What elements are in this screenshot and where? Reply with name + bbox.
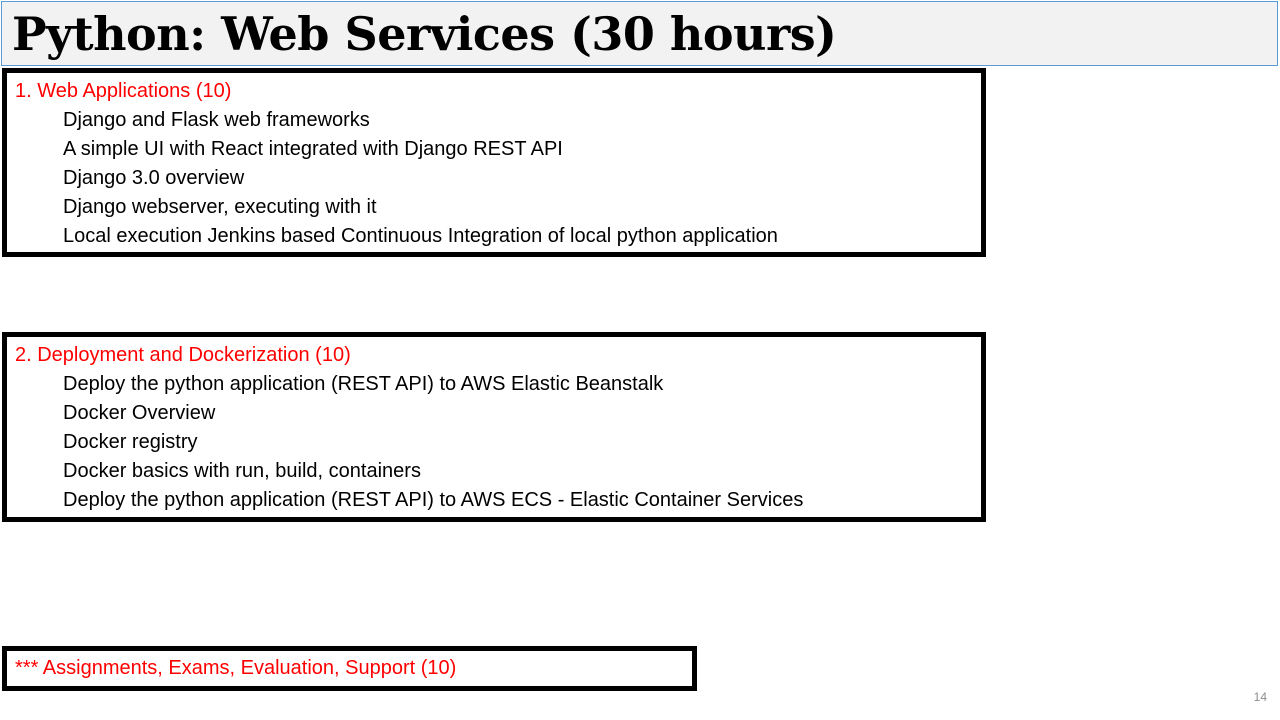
slide-title-bar: Python: Web Services (30 hours) xyxy=(1,1,1278,66)
section-heading: 2. Deployment and Dockerization (10) xyxy=(15,344,351,366)
topic-list: Deploy the python application (REST API)… xyxy=(63,370,803,515)
page-number: 14 xyxy=(1253,690,1267,704)
section-box-assignments: *** Assignments, Exams, Evaluation, Supp… xyxy=(2,646,697,691)
topic-item: Deploy the python application (REST API)… xyxy=(63,489,804,511)
section-box-deployment-dockerization: 2. Deployment and Dockerization (10) Dep… xyxy=(2,332,986,522)
topic-item: Django and Flask web frameworks xyxy=(63,109,370,131)
topic-item: Django 3.0 overview xyxy=(63,167,245,189)
topic-item: Deploy the python application (REST API)… xyxy=(63,373,664,395)
slide-title: Python: Web Services (30 hours) xyxy=(12,7,837,61)
topic-list: Django and Flask web frameworks A simple… xyxy=(63,106,778,251)
section-box-web-applications: 1. Web Applications (10) Django and Flas… xyxy=(2,68,986,257)
topic-item: Local execution Jenkins based Continuous… xyxy=(63,225,778,247)
topic-item: Docker Overview xyxy=(63,402,216,424)
topic-item: Docker basics with run, build, container… xyxy=(63,460,421,482)
section-heading: 1. Web Applications (10) xyxy=(15,80,232,102)
topic-item: Django webserver, executing with it xyxy=(63,196,377,218)
topic-item: A simple UI with React integrated with D… xyxy=(63,138,563,160)
section-heading: *** Assignments, Exams, Evaluation, Supp… xyxy=(15,657,457,679)
topic-item: Docker registry xyxy=(63,431,198,453)
